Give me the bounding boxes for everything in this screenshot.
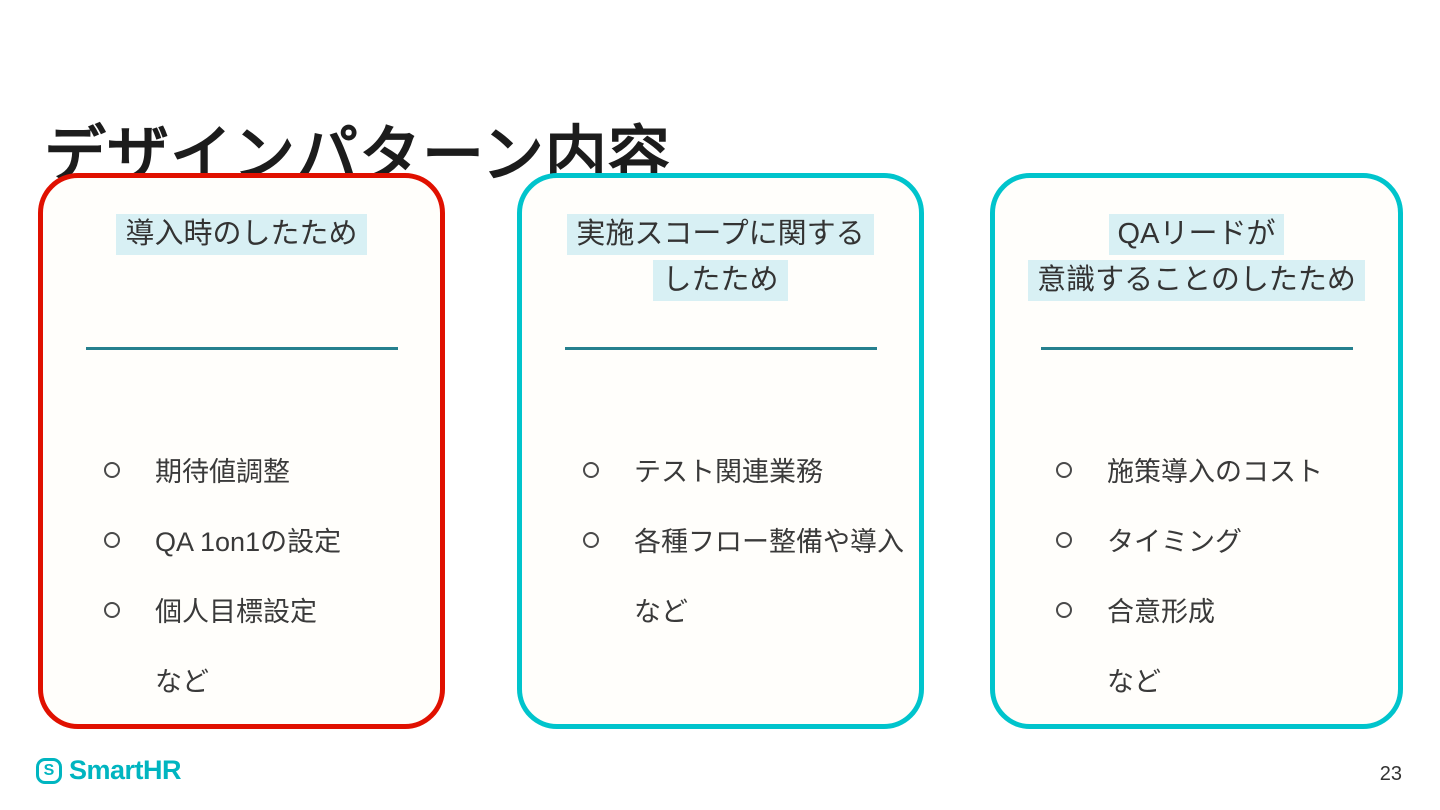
list-item-label: 施策導入のコスト <box>1107 457 1323 487</box>
list-item-label: 合意形成 <box>1107 597 1215 627</box>
bullet-circle-icon <box>1056 531 1072 548</box>
page-number: 23 <box>1379 763 1402 785</box>
list-item-label: QA 1on1の設定 <box>155 527 342 557</box>
card-header-line: 意識することのしたため <box>995 259 1398 301</box>
list-item-suffix: など <box>1056 660 1388 699</box>
header-underline <box>564 347 877 350</box>
list-suffix-label: など <box>634 597 688 627</box>
card-scope-title-line2: したため <box>653 259 788 301</box>
smarthr-logo-text: SmartHR <box>69 755 182 785</box>
card-qa-lead-header: QAリードが 意識することのしたため <box>995 178 1398 350</box>
card-scope-header: 実施スコープに関する したため <box>522 178 919 350</box>
list-item: 施策導入のコスト <box>1056 450 1388 489</box>
bullet-circle-icon <box>104 601 120 618</box>
card-scope: 実施スコープに関する したため テスト関連業務 各種フロー整備や導入 など <box>517 173 924 729</box>
list-item-label: 期待値調整 <box>155 457 290 487</box>
card-header-line: 導入時のしたため <box>43 214 440 255</box>
list-item-label: タイミング <box>1107 527 1242 557</box>
card-scope-title-line1: 実施スコープに関する <box>567 214 874 255</box>
card-header-line: 実施スコープに関する <box>522 214 919 255</box>
list-item-suffix: など <box>104 660 430 699</box>
smarthr-logo-icon: S <box>36 757 62 784</box>
header-underline <box>1040 347 1353 350</box>
card-introduction-title: 導入時のしたため <box>116 214 367 255</box>
bullet-spacer <box>583 602 599 618</box>
list-item: テスト関連業務 <box>583 450 909 489</box>
list-item: 各種フロー整備や導入 <box>583 520 909 559</box>
list-item-suffix: など <box>583 590 909 629</box>
list-suffix-label: など <box>1107 667 1161 697</box>
card-header-line: QAリードが <box>995 214 1398 255</box>
card-qa-lead-title-line2: 意識することのしたため <box>1028 259 1365 301</box>
card-scope-list: テスト関連業務 各種フロー整備や導入 など <box>522 450 919 629</box>
bullet-circle-icon <box>104 531 120 548</box>
smarthr-logo: S SmartHR <box>36 755 182 786</box>
card-qa-lead-list: 施策導入のコスト タイミング 合意形成 など <box>995 450 1398 699</box>
list-item: 個人目標設定 <box>104 590 430 629</box>
bullet-circle-icon <box>1056 461 1072 478</box>
bullet-circle-icon <box>104 461 120 478</box>
bullet-circle-icon <box>583 531 599 548</box>
list-item: タイミング <box>1056 520 1388 559</box>
bullet-circle-icon <box>1056 601 1072 618</box>
list-item: 合意形成 <box>1056 590 1388 629</box>
list-item-label: 個人目標設定 <box>155 597 317 627</box>
list-item-label: テスト関連業務 <box>634 457 823 487</box>
list-item: QA 1on1の設定 <box>104 520 430 559</box>
bullet-spacer <box>1056 672 1072 688</box>
card-qa-lead-title-line1: QAリードが <box>1108 214 1285 255</box>
bullet-spacer <box>104 672 120 688</box>
card-qa-lead: QAリードが 意識することのしたため 施策導入のコスト タイミング 合意形成 <box>990 173 1403 729</box>
list-suffix-label: など <box>155 667 209 697</box>
header-underline <box>85 347 398 350</box>
bullet-circle-icon <box>583 461 599 478</box>
card-introduction: 導入時のしたため 期待値調整 QA 1on1の設定 個人目標設定 など <box>38 173 445 729</box>
card-introduction-list: 期待値調整 QA 1on1の設定 個人目標設定 など <box>43 450 440 699</box>
card-header-line: したため <box>522 259 919 301</box>
list-item-label: 各種フロー整備や導入 <box>634 527 904 557</box>
card-introduction-header: 導入時のしたため <box>43 178 440 350</box>
list-item: 期待値調整 <box>104 450 430 489</box>
